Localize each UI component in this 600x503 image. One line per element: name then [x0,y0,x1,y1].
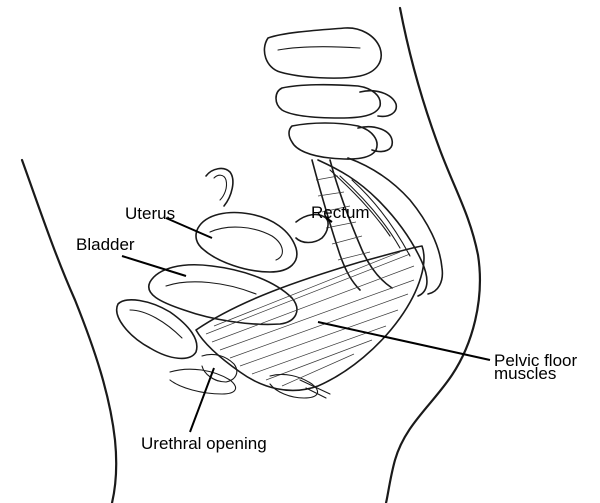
body-outline-back [386,8,480,503]
bladder-organ [149,265,297,325]
spine-vertebrae [264,28,442,296]
pelvic-floor-muscles [170,246,424,398]
bladder-label: Bladder [76,236,135,253]
urethral-opening-label: Urethral opening [141,435,267,452]
uterus-label: Uterus [125,205,175,222]
pelvic-floor-label: Pelvic floor muscles [494,354,577,381]
rectum-label: Rectum [311,204,370,221]
body-outline-front [22,160,116,503]
urethral-opening-leader-line [190,368,214,432]
uterus-organ [196,169,297,272]
pubic-bone [117,300,197,359]
